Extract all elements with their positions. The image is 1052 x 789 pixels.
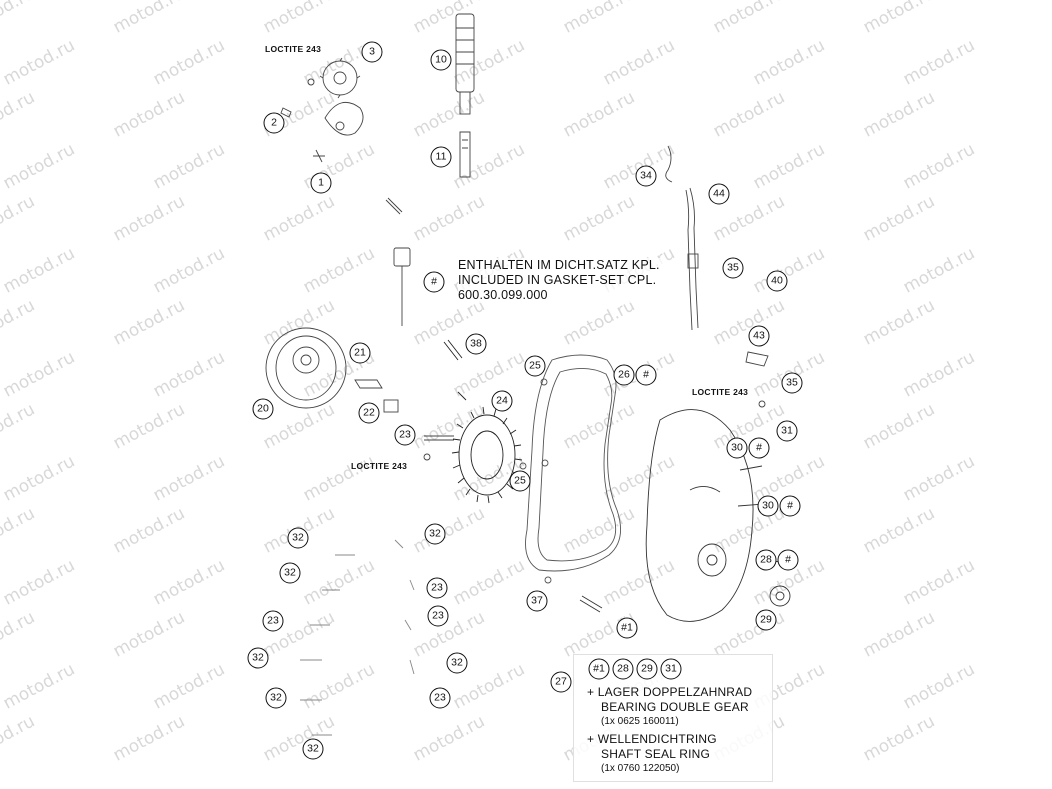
part-callout: 24 — [491, 390, 513, 412]
part-callout: # — [779, 495, 801, 517]
bearing-note-part-number: (1x 0760 122050) — [601, 763, 680, 774]
part-callout: #1 — [616, 617, 638, 639]
part-callout: 10 — [430, 49, 452, 71]
part-callout: 32 — [302, 738, 324, 760]
bearing-note-part-number: (1x 0625 160011) — [601, 716, 679, 727]
bearing-note: #1 28 29 31 + LAGER DOPPELZAHNRAD BEARIN… — [573, 654, 773, 782]
part-callout: # — [635, 364, 657, 386]
part-callout: 44 — [708, 183, 730, 205]
shaft — [385, 13, 475, 326]
loctite-label: LOCTITE 243 — [692, 387, 749, 397]
loctite-label: LOCTITE 243 — [265, 44, 322, 54]
part-callout: 22 — [358, 402, 380, 424]
bearing-note-line: SHAFT SEAL RING — [601, 747, 711, 761]
part-callout: 32 — [446, 652, 468, 674]
part-callout: 32 — [287, 527, 309, 549]
bearing-note-line: + WELLENDICHTRING — [587, 732, 717, 746]
part-callout: 31 — [776, 420, 798, 442]
part-callout: 32 — [279, 562, 301, 584]
bearing-note-line: + LAGER DOPPELZAHNRAD — [587, 685, 753, 699]
flywheel — [265, 327, 454, 461]
part-callout: 28 — [755, 549, 777, 571]
part-callout: 23 — [262, 610, 284, 632]
part-callout: 37 — [526, 590, 548, 612]
part-callout: 23 — [427, 605, 449, 627]
gasket-note-part-number: 600.30.099.000 — [458, 288, 548, 302]
part-callout: 21 — [349, 342, 371, 364]
part-callout: 1 — [310, 172, 332, 194]
part-callout: 23 — [429, 687, 451, 709]
part-callout: 43 — [748, 325, 770, 347]
oil-pump-gear — [280, 57, 364, 163]
part-callout: 26 — [613, 364, 635, 386]
part-callout: 32 — [265, 687, 287, 709]
part-callout: 23 — [426, 577, 448, 599]
part-callout: 25 — [509, 470, 531, 492]
part-callout: # — [777, 549, 799, 571]
bearing-callout: 28 — [612, 658, 634, 680]
part-callout: # — [748, 437, 770, 459]
part-callout: 40 — [766, 270, 788, 292]
part-callout: 3 — [361, 41, 383, 63]
part-callout: 35 — [781, 372, 803, 394]
part-callout: 20 — [252, 398, 274, 420]
bearing-callout: 29 — [636, 658, 658, 680]
part-callout: 32 — [424, 523, 446, 545]
part-callout: 23 — [394, 424, 416, 446]
part-callout: 38 — [465, 333, 487, 355]
bearing-callout: 31 — [660, 658, 682, 680]
part-callout: 27 — [550, 671, 572, 693]
part-callout: 11 — [430, 146, 452, 168]
gasket-set-note: ENTHALTEN IM DICHT.SATZ KPL. INCLUDED IN… — [458, 258, 666, 303]
part-callout: 25 — [524, 355, 546, 377]
gasket-note-line: INCLUDED IN GASKET-SET CPL. — [458, 273, 657, 287]
bearing-note-line: BEARING DOUBLE GEAR — [601, 700, 749, 714]
cover-screws — [300, 539, 415, 736]
cover-gasket — [519, 354, 622, 584]
part-callout: 32 — [247, 647, 269, 669]
part-callout: 29 — [755, 609, 777, 631]
gasket-note-line: ENTHALTEN IM DICHT.SATZ KPL. — [458, 258, 660, 272]
gasket-set-marker: # — [423, 271, 445, 293]
part-callout: 35 — [722, 257, 744, 279]
part-callout: 34 — [635, 165, 657, 187]
bearing-callout: #1 — [588, 658, 610, 680]
loctite-label: LOCTITE 243 — [351, 461, 408, 471]
part-callout: 2 — [263, 112, 285, 134]
breather-hose — [665, 145, 769, 408]
stator — [443, 339, 523, 504]
part-callout: 30 — [757, 495, 779, 517]
part-callout: 30 — [726, 437, 748, 459]
